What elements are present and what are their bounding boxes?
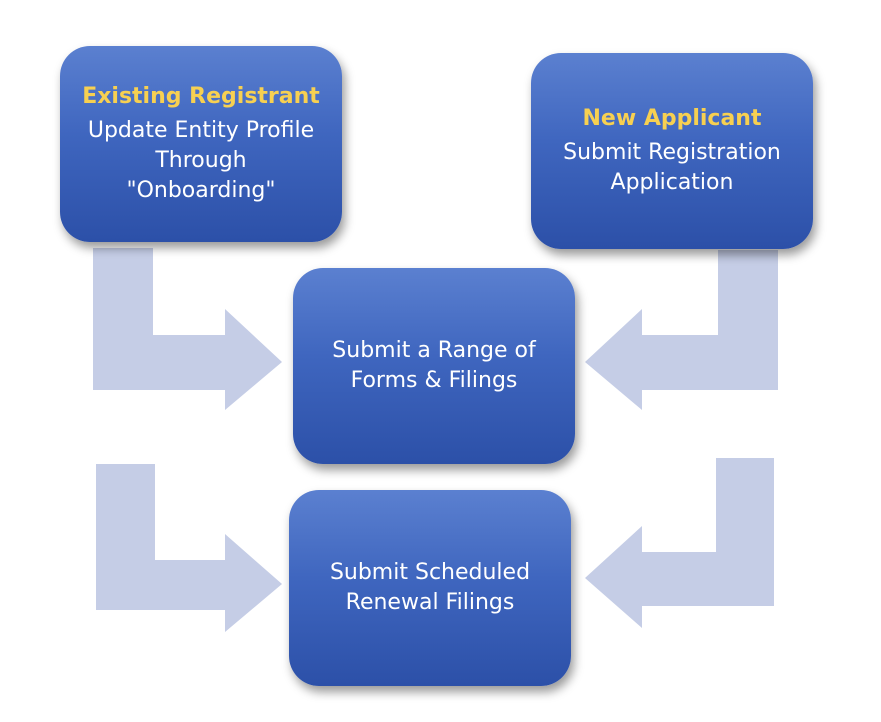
renewal-filings-text: Submit Scheduled Renewal Filings	[329, 560, 531, 615]
new-applicant-text: Submit Registration Application	[563, 139, 781, 195]
arrow-existing-to-range	[93, 248, 282, 410]
arrow-existing-to-renewal	[96, 464, 282, 632]
existing-registrant-box: Existing Registrant Update Entity Profil…	[60, 46, 342, 242]
renewal-filings-box: Submit Scheduled Renewal Filings	[289, 490, 571, 686]
new-applicant-box: New Applicant Submit Registration Applic…	[531, 53, 813, 249]
arrow-new-to-range	[585, 250, 778, 410]
new-applicant-title: New Applicant	[582, 105, 762, 131]
arrow-new-to-renewal	[585, 458, 774, 628]
range-of-filings-box: Submit a Range of Forms & Filings	[293, 268, 575, 464]
existing-registrant-title: Existing Registrant	[82, 83, 320, 109]
existing-registrant-text: Update Entity Profile Through "Onboardin…	[87, 117, 315, 203]
range-of-filings-text: Submit a Range of Forms & Filings	[332, 338, 536, 393]
